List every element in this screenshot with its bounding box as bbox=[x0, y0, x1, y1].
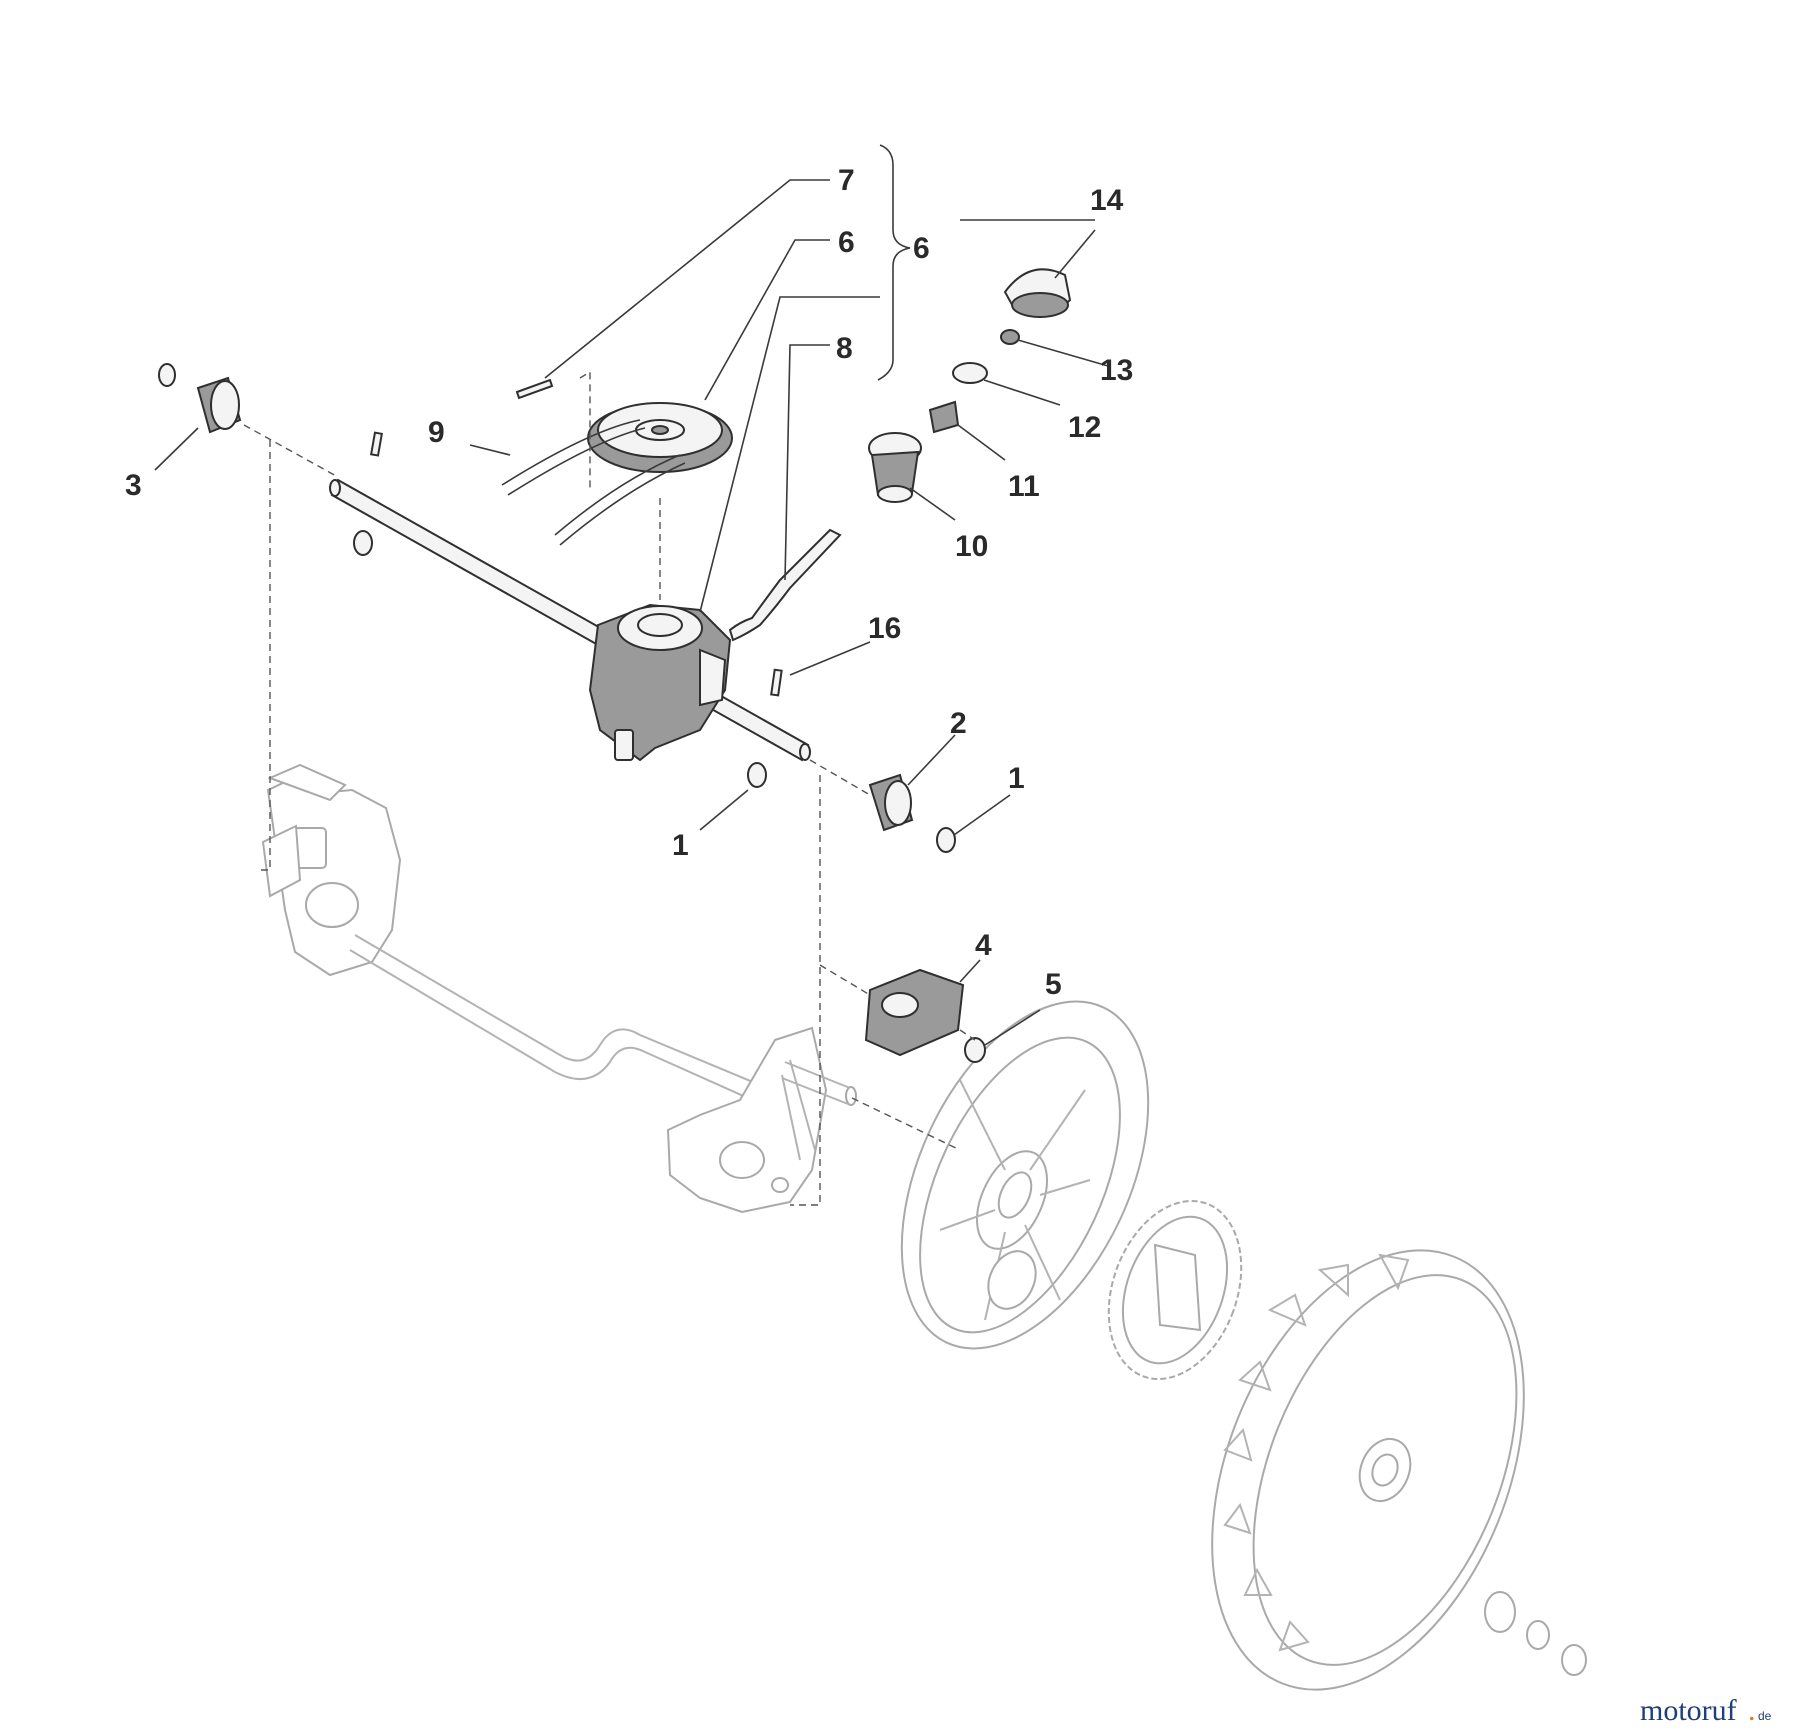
callout-10: 9 bbox=[428, 416, 445, 449]
callout-2: 2 bbox=[950, 707, 967, 740]
callout-11: 10 bbox=[955, 530, 988, 563]
pin-upper bbox=[369, 431, 384, 457]
watermark-dot: . bbox=[1748, 1694, 1756, 1727]
ring-1-right bbox=[936, 827, 956, 853]
wheel-cover bbox=[900, 1000, 1150, 1350]
callout-1-right: 1 bbox=[1008, 762, 1025, 795]
callout-1-left: 1 bbox=[672, 829, 689, 862]
callout-3: 3 bbox=[125, 469, 142, 502]
watermark-logo: motoruf . de bbox=[1640, 1694, 1772, 1727]
callout-9: 8 bbox=[836, 332, 853, 365]
callout-14: 13 bbox=[1100, 354, 1133, 387]
washer-5 bbox=[964, 1037, 986, 1063]
leader-lines bbox=[154, 179, 1109, 1046]
bushing-11 bbox=[868, 432, 922, 503]
pin-8 bbox=[515, 378, 554, 400]
callout-15: 14 bbox=[1090, 184, 1124, 217]
callout-16: 16 bbox=[868, 612, 901, 645]
callout-5: 5 bbox=[1045, 968, 1062, 1001]
rear-axle-frame bbox=[261, 763, 857, 1214]
ring-upper bbox=[353, 530, 373, 556]
pinion-gear-right bbox=[868, 773, 914, 832]
ring-1-left bbox=[747, 762, 767, 788]
callout-13: 12 bbox=[1068, 411, 1101, 444]
gearbox bbox=[588, 603, 732, 762]
bearing-plate bbox=[864, 968, 965, 1057]
drive-belt bbox=[501, 419, 686, 546]
callout-12: 11 bbox=[1008, 470, 1040, 503]
ring-3-clip bbox=[158, 363, 176, 387]
group-6-brace bbox=[877, 144, 911, 381]
spring-12 bbox=[928, 400, 960, 434]
callout-6: 6 bbox=[913, 232, 930, 265]
shift-rod bbox=[728, 528, 842, 642]
callout-4: 4 bbox=[975, 929, 992, 962]
nut-14 bbox=[1000, 329, 1020, 345]
washer-13 bbox=[952, 362, 988, 384]
rear-wheel bbox=[1211, 1249, 1587, 1691]
pulley bbox=[587, 402, 733, 473]
watermark-name: motoruf bbox=[1640, 1694, 1737, 1727]
alignment-lines bbox=[243, 370, 976, 1206]
callout-7: 6 bbox=[838, 226, 855, 259]
drive-gear-ring bbox=[1107, 1199, 1243, 1381]
callout-8: 7 bbox=[838, 164, 855, 197]
pin-16 bbox=[770, 668, 783, 697]
watermark-tld: de bbox=[1758, 1709, 1772, 1723]
cap-15 bbox=[1003, 268, 1072, 318]
pinion-gear-left bbox=[196, 376, 242, 434]
